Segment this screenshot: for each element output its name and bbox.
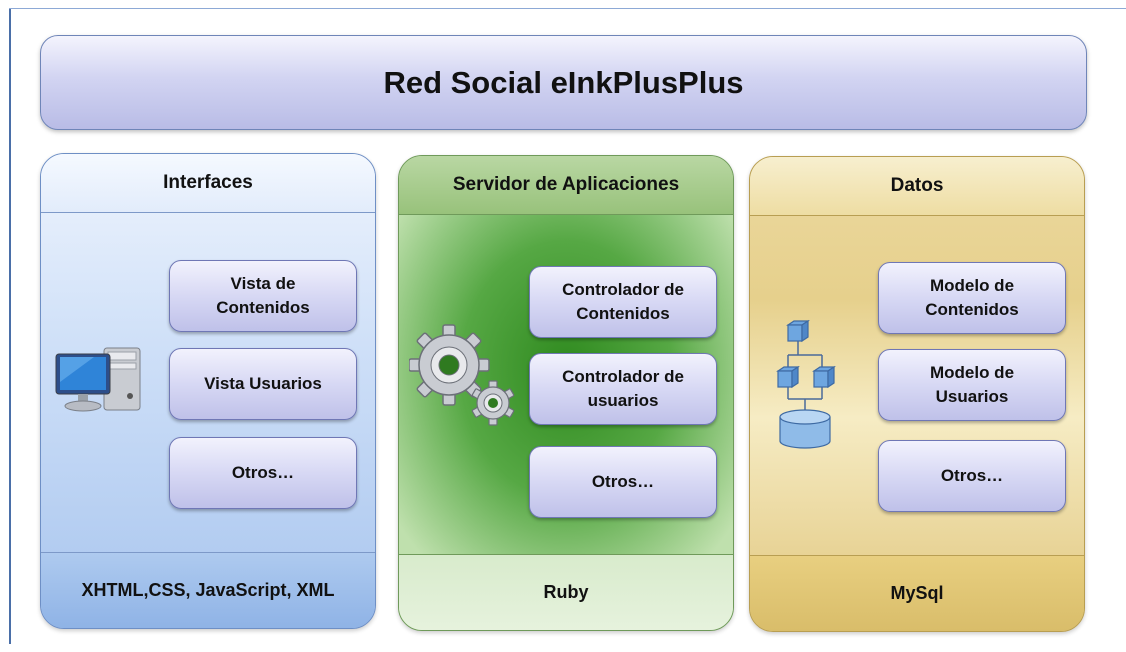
module-vista-usuarios: Vista Usuarios: [169, 348, 357, 420]
gears-icon: [409, 324, 515, 426]
panel-interfaces-header: Interfaces: [41, 154, 375, 213]
panel-server-header: Servidor de Aplicaciones: [399, 156, 733, 215]
frame-border-top: [9, 8, 1126, 9]
diagram-title: Red Social eInkPlusPlus: [383, 64, 744, 100]
panel-interfaces: Interfaces Vista de Contenidos Vista Usu…: [40, 153, 376, 629]
panel-interfaces-footer: XHTML,CSS, JavaScript, XML: [41, 552, 375, 628]
module-modelo-contenidos: Modelo de Contenidos: [878, 262, 1066, 334]
module-modelo-usuarios: Modelo de Usuarios: [878, 349, 1066, 421]
panel-data: Datos Modelo de Contenidos Modelo de Us: [749, 156, 1085, 632]
module-otros-server: Otros…: [529, 446, 717, 518]
panel-data-footer: MySql: [750, 555, 1084, 631]
module-controlador-contenidos: Controlador de Contenidos: [529, 266, 717, 338]
panel-data-header: Datos: [750, 157, 1084, 216]
module-vista-contenidos: Vista de Contenidos: [169, 260, 357, 332]
title-bar: Red Social eInkPlusPlus: [40, 35, 1087, 130]
module-otros-interfaces: Otros…: [169, 437, 357, 509]
panel-server-footer: Ruby: [399, 554, 733, 630]
module-otros-data: Otros…: [878, 440, 1066, 512]
frame-border-left: [9, 8, 11, 644]
computer-icon: [55, 347, 141, 412]
database-icon: [776, 319, 836, 449]
module-controlador-usuarios: Controlador de usuarios: [529, 353, 717, 425]
panel-server: Servidor de Aplicaciones: [398, 155, 734, 631]
